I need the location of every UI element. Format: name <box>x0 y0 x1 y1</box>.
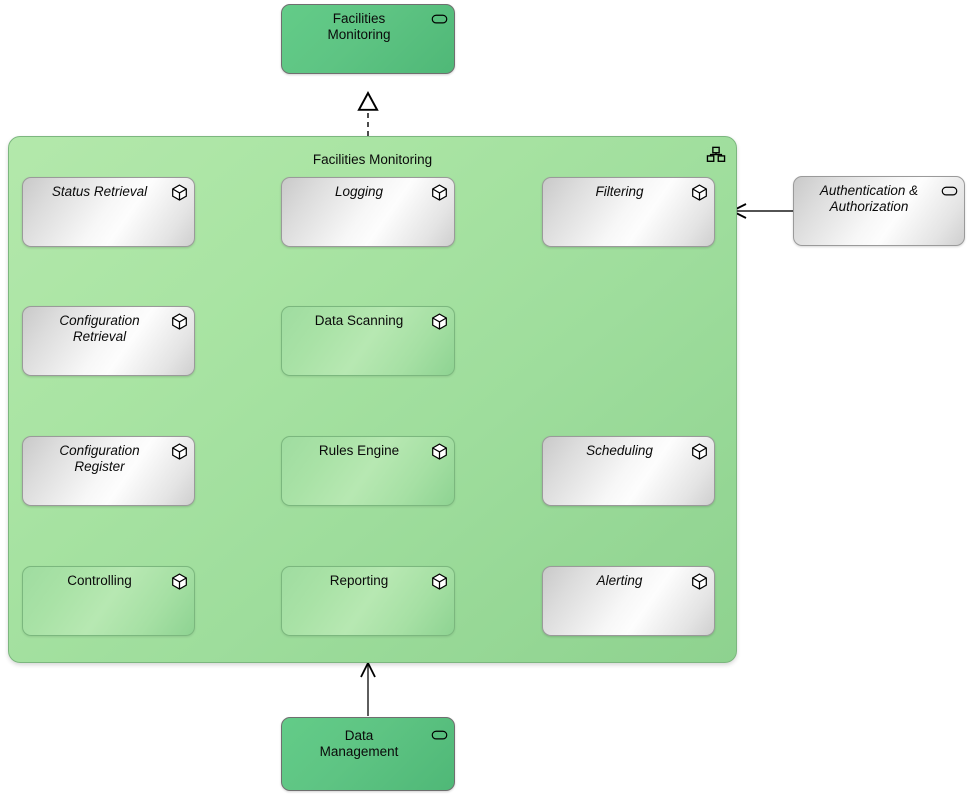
node-facilities-monitoring-service[interactable]: Facilities Monitoring <box>281 4 455 74</box>
component-cube-icon <box>172 443 187 460</box>
rounded-service-icon <box>941 186 958 196</box>
component-cube-icon <box>432 443 447 460</box>
component-cube-icon <box>432 313 447 330</box>
node-status-retrieval[interactable]: Status Retrieval <box>22 177 195 247</box>
node-label: Facilities Monitoring <box>327 11 391 42</box>
component-cube-icon <box>432 184 447 201</box>
node-controlling[interactable]: Controlling <box>22 566 195 636</box>
node-label: Data Management <box>319 728 399 759</box>
rounded-service-icon <box>431 14 448 24</box>
node-reporting[interactable]: Reporting <box>281 566 455 636</box>
node-label: Data Scanning <box>314 313 404 328</box>
grouping-icon <box>706 146 726 162</box>
node-rules-engine[interactable]: Rules Engine <box>281 436 455 506</box>
node-label: Status Retrieval <box>51 184 148 199</box>
node-label: Configuration Retrieval <box>59 313 140 344</box>
component-cube-icon <box>172 184 187 201</box>
node-configuration-register[interactable]: Configuration Register <box>22 436 195 506</box>
node-alerting[interactable]: Alerting <box>542 566 715 636</box>
node-label: Controlling <box>67 573 132 588</box>
node-label: Configuration Register <box>59 443 140 474</box>
rounded-service-icon <box>431 730 448 740</box>
node-label: Alerting <box>596 573 643 588</box>
component-cube-icon <box>432 573 447 590</box>
node-label: Scheduling <box>586 443 653 458</box>
node-label: Authentication & Authorization <box>819 183 919 214</box>
node-configuration-retrieval[interactable]: Configuration Retrieval <box>22 306 195 376</box>
component-cube-icon <box>172 573 187 590</box>
component-cube-icon <box>692 184 707 201</box>
node-authentication-authorization[interactable]: Authentication & Authorization <box>793 176 965 246</box>
node-data-scanning[interactable]: Data Scanning <box>281 306 455 376</box>
component-cube-icon <box>692 573 707 590</box>
node-label: Rules Engine <box>318 443 400 458</box>
component-cube-icon <box>172 313 187 330</box>
node-scheduling[interactable]: Scheduling <box>542 436 715 506</box>
node-data-management[interactable]: Data Management <box>281 717 455 791</box>
node-label: Reporting <box>329 573 389 588</box>
node-filtering[interactable]: Filtering <box>542 177 715 247</box>
node-logging[interactable]: Logging <box>281 177 455 247</box>
container-title: Facilities Monitoring <box>312 152 433 167</box>
node-label: Filtering <box>595 184 644 199</box>
component-cube-icon <box>692 443 707 460</box>
node-label: Logging <box>334 184 384 199</box>
